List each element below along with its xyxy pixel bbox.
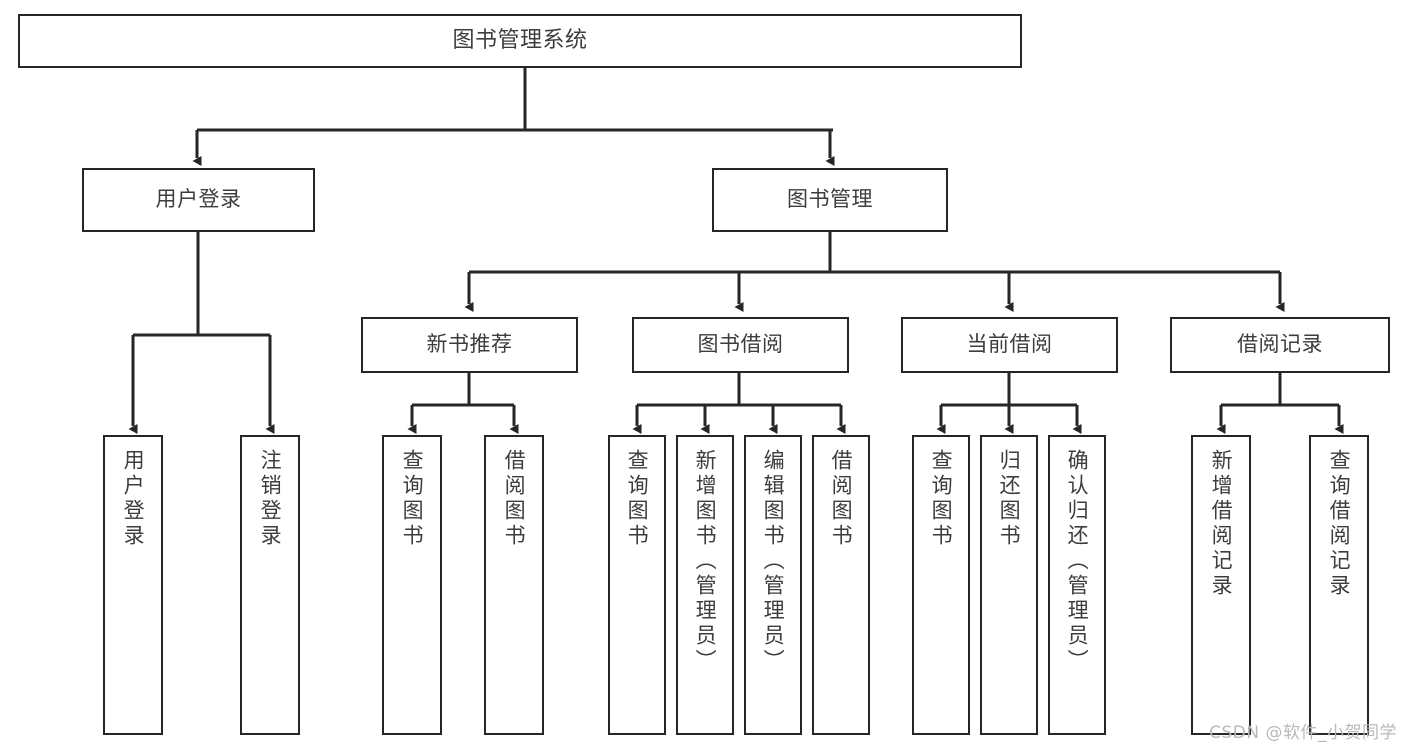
node-leaf-user-login[interactable]: 用户登录	[103, 435, 163, 735]
node-label: 查询图书	[929, 449, 954, 549]
node-leaf-current-search-books[interactable]: 查询图书	[912, 435, 970, 735]
node-label: 借阅图书	[502, 449, 527, 549]
node-label: 新增借阅记录	[1209, 449, 1234, 599]
node-label: 图书管理系统	[452, 27, 588, 53]
node-leaf-borrow-add-book-admin[interactable]: 新增图书（管理员）	[676, 435, 734, 735]
node-leaf-logout[interactable]: 注销登录	[240, 435, 300, 735]
csdn-watermark: CSDN @软件_小贺同学	[1209, 723, 1397, 743]
node-label: 当前借阅	[966, 332, 1053, 357]
node-label: 用户登录	[121, 449, 146, 549]
node-leaf-current-confirm-return-admin[interactable]: 确认归还（管理员）	[1048, 435, 1106, 735]
node-new-book-recommend[interactable]: 新书推荐	[361, 317, 578, 373]
node-leaf-record-search[interactable]: 查询借阅记录	[1309, 435, 1369, 735]
node-leaf-borrow-search-books[interactable]: 查询图书	[608, 435, 666, 735]
node-label: 注销登录	[258, 449, 283, 549]
node-leaf-current-return-books[interactable]: 归还图书	[980, 435, 1038, 735]
node-leaf-borrow-edit-book-admin[interactable]: 编辑图书（管理员）	[744, 435, 802, 735]
node-leaf-recommend-search-books[interactable]: 查询图书	[382, 435, 442, 735]
node-label: 新书推荐	[426, 332, 513, 357]
node-user-login[interactable]: 用户登录	[82, 168, 315, 232]
node-current-borrow[interactable]: 当前借阅	[901, 317, 1118, 373]
node-label: 图书借阅	[697, 332, 784, 357]
node-label: 图书管理	[787, 187, 873, 212]
node-label: 查询借阅记录	[1327, 449, 1352, 599]
node-label: 确认归还（管理员）	[1065, 449, 1090, 674]
node-book-management[interactable]: 图书管理	[712, 168, 948, 232]
node-leaf-borrow-borrow-books[interactable]: 借阅图书	[812, 435, 870, 735]
node-leaf-record-add[interactable]: 新增借阅记录	[1191, 435, 1251, 735]
node-label: 查询图书	[625, 449, 650, 549]
node-label: 用户登录	[155, 187, 242, 212]
node-label: 归还图书	[997, 449, 1022, 549]
node-label: 新增图书（管理员）	[693, 449, 718, 674]
node-label: 编辑图书（管理员）	[761, 449, 786, 674]
node-label: 借阅图书	[829, 449, 854, 549]
node-label: 查询图书	[400, 449, 425, 549]
node-book-borrow[interactable]: 图书借阅	[632, 317, 849, 373]
node-leaf-recommend-borrow-books[interactable]: 借阅图书	[484, 435, 544, 735]
node-borrow-record[interactable]: 借阅记录	[1170, 317, 1390, 373]
node-root-library-system[interactable]: 图书管理系统	[18, 14, 1022, 68]
node-label: 借阅记录	[1237, 332, 1323, 357]
